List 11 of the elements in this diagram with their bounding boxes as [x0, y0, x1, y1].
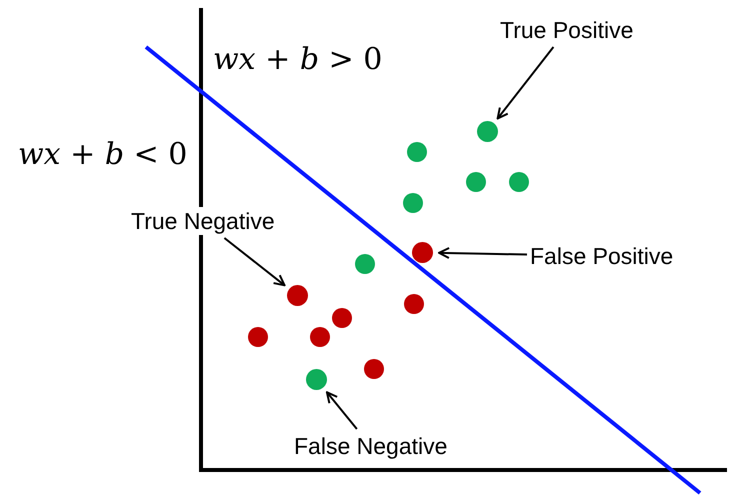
inequality-label: wx + b < 0: [18, 137, 188, 173]
arrow: [438, 247, 528, 260]
arrow: [496, 46, 554, 120]
annotation-text: True Negative: [131, 207, 275, 235]
arrow: [326, 391, 358, 430]
arrow: [224, 237, 286, 286]
data-point: [477, 121, 498, 142]
data-point: [287, 285, 308, 306]
inequality-label: wx + b > 0: [213, 42, 382, 78]
data-point: [306, 369, 327, 390]
data-point: [412, 242, 433, 263]
